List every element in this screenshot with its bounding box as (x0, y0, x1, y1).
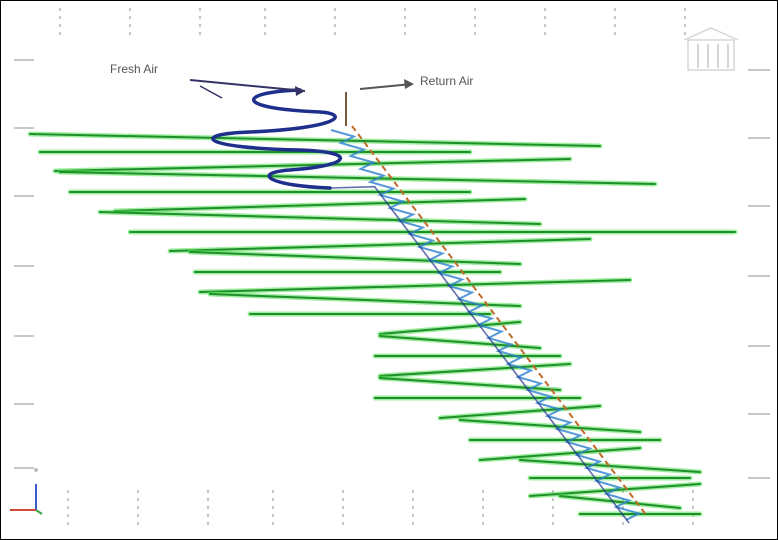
axis-triad-icon (10, 468, 43, 515)
development-drive (29, 133, 601, 147)
development-drive (459, 419, 641, 433)
development-drive (479, 447, 641, 461)
development-drive (379, 335, 541, 349)
development-drive (114, 198, 526, 212)
development-drive (99, 211, 541, 225)
fresh-air-arrow (189, 79, 306, 92)
development-drive (379, 363, 571, 377)
development-drive (559, 495, 681, 509)
building-icon (683, 27, 739, 71)
fresh-air-label: Fresh Air (110, 62, 159, 76)
annotation-arrows (189, 79, 414, 99)
fresh-air-route (211, 88, 630, 524)
fresh-air-arrow-branch (199, 85, 223, 99)
return-air-label: Return Air (420, 74, 474, 88)
return-air-arrow (359, 83, 413, 90)
return-air-path (351, 125, 648, 517)
development-drive (189, 251, 521, 265)
development-drives (27, 131, 738, 517)
fresh-air-decline (329, 185, 630, 524)
development-drive (439, 405, 601, 419)
return-air-route (351, 125, 648, 517)
development-drive (169, 238, 591, 252)
fresh-air-arrowhead (295, 86, 305, 96)
development-drive (59, 171, 656, 185)
return-air-arrowhead (404, 79, 414, 89)
development-drive (379, 321, 521, 335)
development-drive (199, 279, 631, 293)
fresh-air-spiral (211, 88, 342, 190)
development-drive (54, 158, 571, 172)
development-drive (209, 293, 521, 307)
grid-ticks (14, 8, 770, 530)
development-drive (519, 459, 701, 473)
